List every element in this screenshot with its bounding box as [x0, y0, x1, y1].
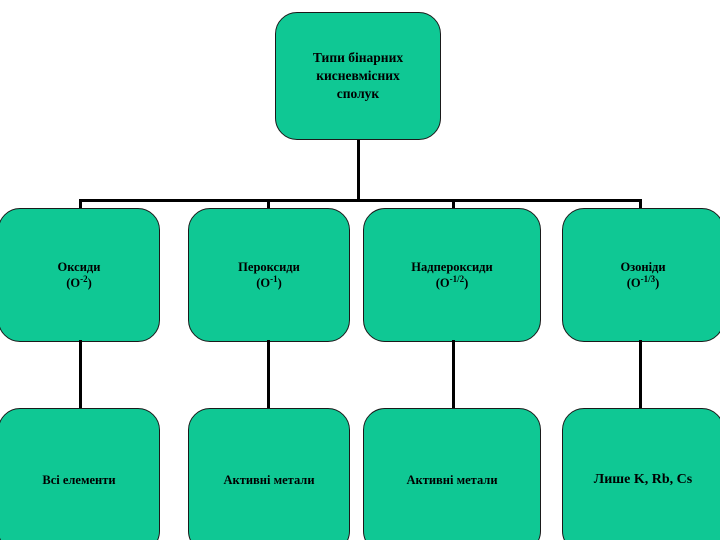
connector-col3-to-occurrence: [452, 340, 455, 410]
node-category-peroksydy-formula: (O-1): [256, 273, 282, 290]
connector-drop-col2: [267, 199, 270, 211]
node-category-ozonidy-name: Озоніди: [620, 259, 666, 274]
node-occurrence-only-k-rb-cs-label: Лише K, Rb, Cs: [593, 472, 693, 488]
node-occurrence-active-metals-peroxides-label: Активні метали: [223, 473, 315, 488]
connector-root-stem: [357, 140, 360, 202]
connector-drop-col4: [639, 199, 642, 211]
connector-col1-to-occurrence: [79, 340, 82, 410]
connector-col2-to-occurrence: [267, 340, 270, 410]
node-occurrence-active-metals-superoxides-label: Активні метали: [406, 473, 498, 488]
node-category-peroksydy-name: Пероксиди: [238, 259, 300, 274]
node-occurrence-all-elements-label: Всі елементи: [42, 473, 116, 488]
node-category-oksydy-formula: (O-2): [66, 273, 92, 290]
node-root-label: Типи бінарних кисневмісних сполук: [276, 49, 440, 102]
node-occurrence-active-metals-peroxides[interactable]: Активні метали: [188, 408, 350, 540]
connector-drop-col3: [452, 199, 455, 211]
node-category-nadperoksydy-name: Надпероксиди: [411, 259, 493, 274]
connector-drop-col1: [79, 199, 82, 211]
node-category-nadperoksydy[interactable]: Надпероксиди (O-1/2): [363, 208, 541, 342]
node-occurrence-active-metals-superoxides[interactable]: Активні метали: [363, 408, 541, 540]
node-root-line1: Типи бінарних: [312, 50, 404, 66]
connector-col4-to-occurrence: [639, 340, 642, 410]
node-root-line2: кисневмісних: [316, 68, 400, 84]
node-category-oksydy[interactable]: Оксиди (O-2): [0, 208, 160, 342]
node-category-peroksydy[interactable]: Пероксиди (O-1): [188, 208, 350, 342]
node-category-oksydy-name: Оксиди: [57, 259, 101, 274]
node-occurrence-all-elements[interactable]: Всі елементи: [0, 408, 160, 540]
node-category-ozonidy-formula: (O-1/3): [626, 273, 660, 290]
node-root-types-of-binary-oxygen-compounds[interactable]: Типи бінарних кисневмісних сполук: [275, 12, 441, 140]
node-category-nadperoksydy-formula: (O-1/2): [435, 273, 469, 290]
node-occurrence-only-k-rb-cs[interactable]: Лише K, Rb, Cs: [562, 408, 720, 540]
connector-horizontal-bus: [79, 199, 642, 202]
node-root-line3: сполук: [336, 85, 380, 101]
node-category-ozonidy[interactable]: Озоніди (O-1/3): [562, 208, 720, 342]
